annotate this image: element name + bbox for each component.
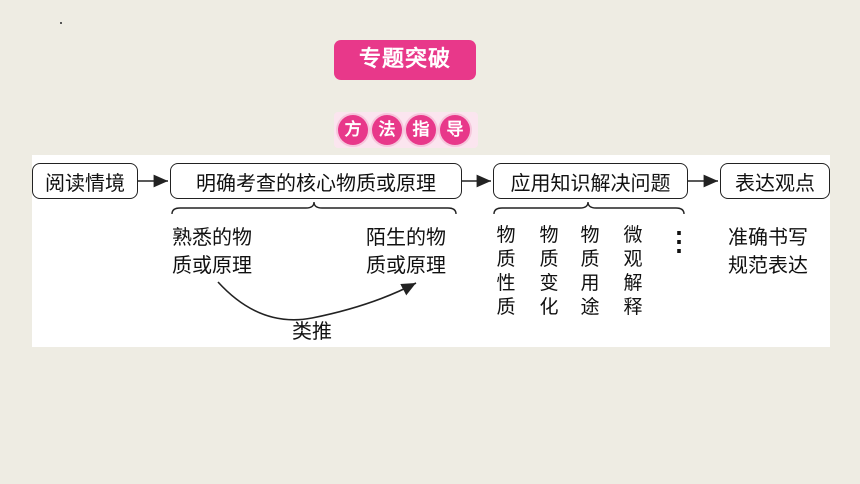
topic-title-badge: 专题突破 — [334, 40, 476, 80]
stray-dot — [60, 22, 62, 24]
expression-text-1: 准确书写 — [728, 225, 808, 249]
familiar-text-2: 质或原理 — [172, 253, 252, 277]
unfamiliar-text-1: 陌生的物 — [366, 225, 446, 249]
column-uses: 物质用途 — [580, 224, 600, 318]
analogy-arrow — [217, 281, 417, 321]
unfamiliar-text-2: 质或原理 — [366, 253, 446, 277]
familiar-text-1: 熟悉的物 — [172, 225, 252, 249]
step-apply-knowledge: 应用知识解决问题 — [493, 163, 688, 199]
ellipsis-mark: ⋮ — [666, 227, 692, 257]
analogy-label: 类推 — [292, 319, 332, 343]
method-guide-banner: 方 法 指 导 — [338, 115, 474, 145]
expression-text-2: 规范表达 — [728, 253, 808, 277]
column-properties: 物质性质 — [496, 224, 516, 318]
brace-step2 — [171, 201, 457, 215]
method-char-2: 法 — [372, 115, 402, 145]
step-express-view: 表达观点 — [720, 163, 830, 199]
step-identify-core: 明确考查的核心物质或原理 — [170, 163, 462, 199]
method-char-4: 导 — [440, 115, 470, 145]
column-changes: 物质变化 — [539, 224, 559, 318]
column-micro-explanation: 微观解释 — [623, 224, 643, 318]
method-char-3: 指 — [406, 115, 436, 145]
method-char-1: 方 — [338, 115, 368, 145]
step-read-context: 阅读情境 — [32, 163, 138, 199]
brace-step3 — [493, 201, 685, 215]
